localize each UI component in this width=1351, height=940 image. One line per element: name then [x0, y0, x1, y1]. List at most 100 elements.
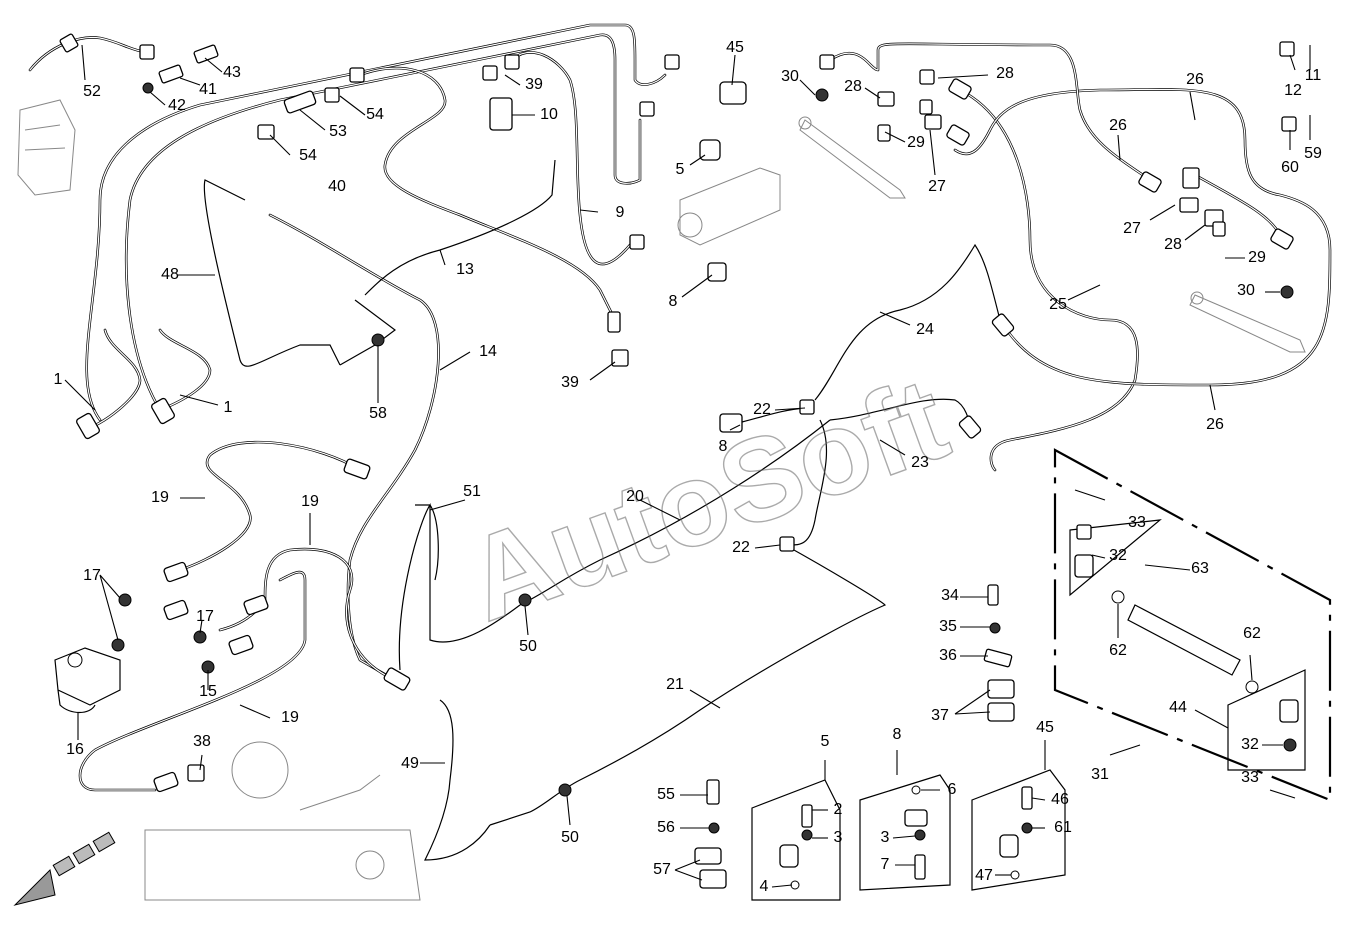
- callout-21: 21: [666, 676, 684, 693]
- callout-30: 30: [781, 68, 799, 85]
- callout-62: 62: [1243, 625, 1261, 642]
- callout-37: 37: [931, 707, 949, 724]
- callout-52: 52: [83, 83, 101, 100]
- callout-26: 26: [1206, 416, 1224, 433]
- callout-62: 62: [1109, 642, 1127, 659]
- callout-63: 63: [1191, 560, 1209, 577]
- pump: [17, 99, 76, 196]
- callout-45: 45: [1036, 719, 1054, 736]
- callout-29: 29: [1248, 249, 1266, 266]
- callout-28: 28: [844, 78, 862, 95]
- watermark-text: AutoSoft: [450, 352, 963, 646]
- callout-1: 1: [54, 371, 63, 388]
- callout-43: 43: [223, 64, 241, 81]
- callout-57: 57: [653, 861, 671, 878]
- callout-41: 41: [199, 81, 217, 98]
- callout-33: 33: [1128, 514, 1146, 531]
- callout-34: 34: [941, 587, 959, 604]
- callout-54: 54: [299, 147, 317, 164]
- callout-15: 15: [199, 683, 217, 700]
- callout-55: 55: [657, 786, 675, 803]
- callout-36: 36: [939, 647, 957, 664]
- callout-17: 17: [83, 567, 101, 584]
- callout-56: 56: [657, 819, 675, 836]
- callout-27: 27: [1123, 220, 1141, 237]
- callout-3: 3: [834, 829, 843, 846]
- callout-24: 24: [916, 321, 934, 338]
- callout-45: 45: [726, 39, 744, 56]
- callout-50: 50: [561, 829, 579, 846]
- callout-46: 46: [1051, 791, 1069, 808]
- distributor-block: [677, 167, 781, 246]
- cylinder-left: [798, 116, 906, 199]
- callout-44: 44: [1169, 699, 1187, 716]
- callout-42: 42: [168, 97, 186, 114]
- callout-33: 33: [1241, 769, 1259, 786]
- callout-22: 22: [732, 539, 750, 556]
- callout-39: 39: [561, 374, 579, 391]
- callout-49: 49: [401, 755, 419, 772]
- callout-31: 31: [1091, 766, 1109, 783]
- cylinder-tube-44: [1111, 590, 1259, 694]
- callout-40: 40: [328, 178, 346, 195]
- callout-16: 16: [66, 741, 84, 758]
- component-group: [13, 99, 1306, 906]
- callout-32: 32: [1109, 547, 1127, 564]
- callout-7: 7: [881, 856, 890, 873]
- callout-8: 8: [893, 726, 902, 743]
- callout-58: 58: [369, 405, 387, 422]
- fitting-group: [59, 33, 1297, 797]
- callout-10: 10: [540, 106, 558, 123]
- callout-14: 14: [479, 343, 497, 360]
- callout-30: 30: [1237, 282, 1255, 299]
- callout-60: 60: [1281, 159, 1299, 176]
- callout-2: 2: [834, 801, 843, 818]
- callout-1: 1: [224, 399, 233, 416]
- callout-4: 4: [760, 878, 769, 895]
- callout-6: 6: [948, 781, 957, 798]
- callout-28: 28: [1164, 236, 1182, 253]
- callout-47: 47: [975, 867, 993, 884]
- callout-5: 5: [821, 733, 830, 750]
- callout-8: 8: [719, 438, 728, 455]
- callout-35: 35: [939, 618, 957, 635]
- direction-arrow-icon: [13, 831, 116, 906]
- callout-54: 54: [366, 106, 384, 123]
- callout-3: 3: [881, 829, 890, 846]
- callout-5: 5: [676, 161, 685, 178]
- callout-9: 9: [616, 204, 625, 221]
- callout-26: 26: [1109, 117, 1127, 134]
- callout-8: 8: [669, 293, 678, 310]
- detail-boxes: [751, 448, 1332, 901]
- callout-13: 13: [456, 261, 474, 278]
- cylinder-right: [1189, 291, 1306, 353]
- callout-19: 19: [151, 489, 169, 506]
- callout-23: 23: [911, 454, 929, 471]
- callout-32: 32: [1241, 736, 1259, 753]
- callout-20: 20: [626, 488, 644, 505]
- callout-38: 38: [193, 733, 211, 750]
- valve-block: [54, 647, 121, 714]
- callout-29: 29: [907, 134, 925, 151]
- callout-labels: 1 1 2 3 3 4 5 5 6 7 8 8 8 9 10 11 12 13 …: [54, 39, 1322, 895]
- clamp-stack-34-37: [983, 584, 1015, 722]
- tank: [144, 741, 421, 901]
- callout-17: 17: [196, 608, 214, 625]
- callout-19: 19: [281, 709, 299, 726]
- callout-61: 61: [1054, 819, 1072, 836]
- callout-59: 59: [1304, 145, 1322, 162]
- clamp-stack-55-57: [694, 779, 727, 889]
- callout-50: 50: [519, 638, 537, 655]
- leader-lines: [64, 44, 1311, 888]
- callout-25: 25: [1049, 296, 1067, 313]
- callout-28: 28: [996, 65, 1014, 82]
- callout-22: 22: [753, 401, 771, 418]
- callout-19: 19: [301, 493, 319, 510]
- callout-27: 27: [928, 178, 946, 195]
- callout-12: 12: [1284, 82, 1302, 99]
- callout-26: 26: [1186, 71, 1204, 88]
- callout-11: 11: [1305, 67, 1322, 84]
- callout-53: 53: [329, 123, 347, 140]
- callout-48: 48: [161, 266, 179, 283]
